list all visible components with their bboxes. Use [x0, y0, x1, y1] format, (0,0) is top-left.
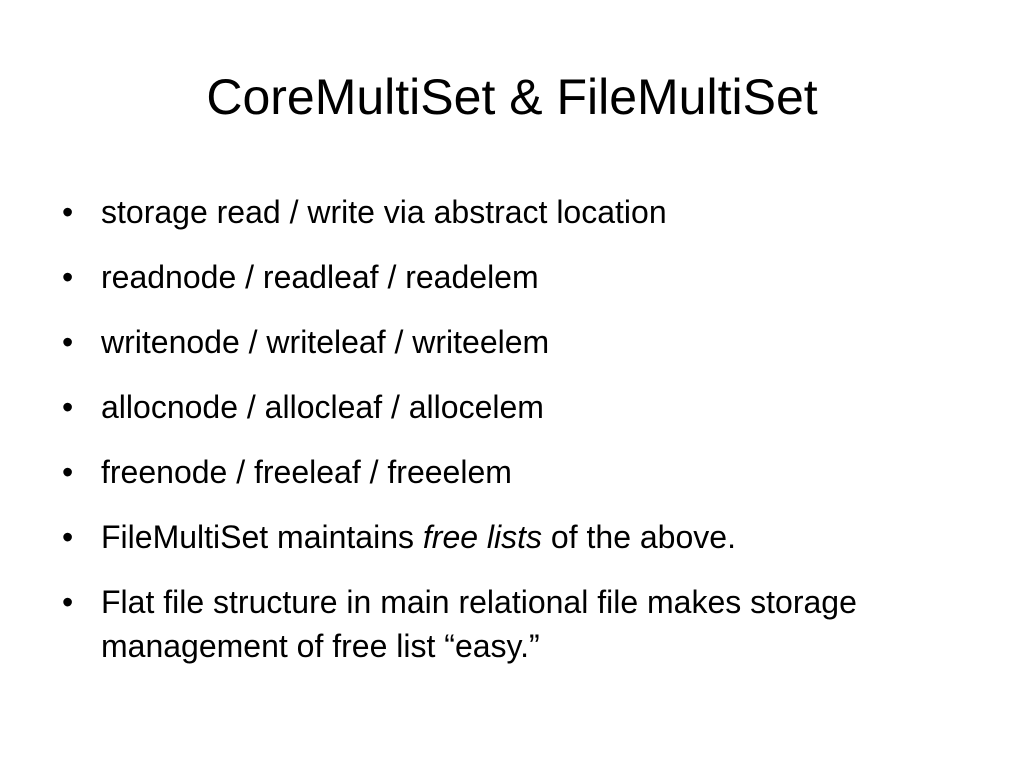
slide-title: CoreMultiSet & FileMultiSet [206, 69, 818, 125]
bullet-item-read-ops: • readnode / readleaf / readelem [62, 255, 962, 299]
bullet-icon: • [62, 389, 74, 425]
bullet-item-free-ops: • freenode / freeleaf / freeelem [62, 450, 962, 494]
bullet-text-before: FileMultiSet maintains [101, 519, 423, 555]
bullet-item-write-ops: • writenode / writeleaf / writeelem [62, 320, 962, 364]
bullet-icon: • [62, 259, 74, 295]
bullet-item-flat-file: • Flat file structure in main relational… [62, 580, 962, 668]
bullet-text-after: of the above. [542, 519, 736, 555]
bullet-icon: • [62, 519, 74, 555]
bullet-item-alloc-ops: • allocnode / allocleaf / allocelem [62, 385, 962, 429]
bullet-icon: • [62, 324, 74, 360]
bullet-text: Flat file structure in main relational f… [101, 584, 857, 664]
bullet-text: storage read / write via abstract locati… [101, 194, 667, 230]
bullet-icon: • [62, 194, 74, 230]
bullet-icon: • [62, 584, 74, 620]
bullet-text-emphasis: free lists [422, 519, 543, 555]
bullet-text: freenode / freeleaf / freeelem [101, 454, 512, 490]
bullet-item-free-lists: • FileMultiSet maintains free lists of t… [62, 515, 962, 559]
bullet-list: • storage read / write via abstract loca… [62, 190, 962, 689]
bullet-text: writenode / writeleaf / writeelem [101, 324, 550, 360]
bullet-text: readnode / readleaf / readelem [101, 259, 539, 295]
bullet-icon: • [62, 454, 74, 490]
bullet-item-storage-read-write: • storage read / write via abstract loca… [62, 190, 962, 234]
bullet-text: allocnode / allocleaf / allocelem [101, 389, 544, 425]
